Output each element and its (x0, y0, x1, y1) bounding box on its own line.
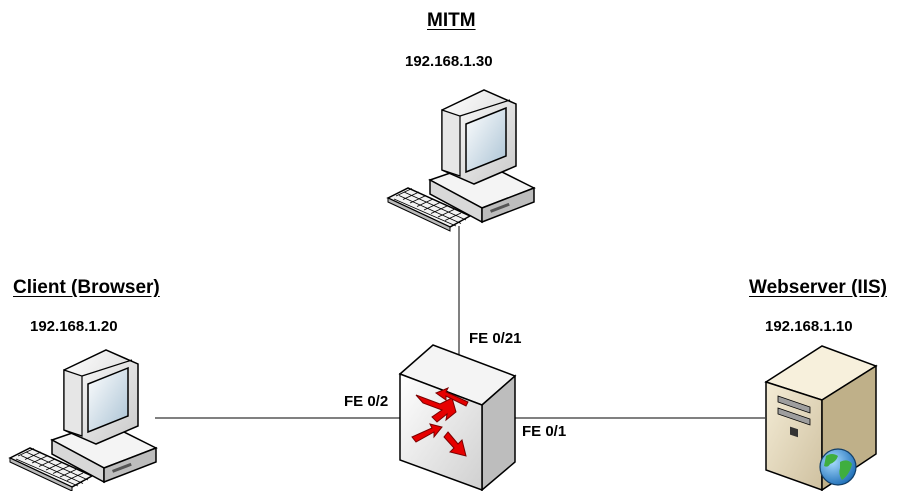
port-label-mitm: FE 0/21 (469, 330, 522, 347)
globe-icon (819, 448, 857, 486)
client-title: Client (Browser) (13, 277, 160, 298)
switch-arrows-icon (411, 387, 469, 457)
client-computer-icon (9, 349, 157, 491)
mitm-computer-icon (387, 89, 535, 232)
webserver-ip: 192.168.1.10 (765, 318, 853, 335)
mitm-ip: 192.168.1.30 (405, 53, 493, 70)
webserver-icon (764, 345, 878, 491)
mitm-title: MITM (427, 10, 476, 31)
network-switch-icon (398, 344, 517, 491)
port-label-webserver: FE 0/1 (522, 423, 567, 440)
client-ip: 192.168.1.20 (30, 318, 118, 335)
port-label-client: FE 0/2 (344, 393, 389, 410)
webserver-title: Webserver (IIS) (749, 277, 887, 298)
